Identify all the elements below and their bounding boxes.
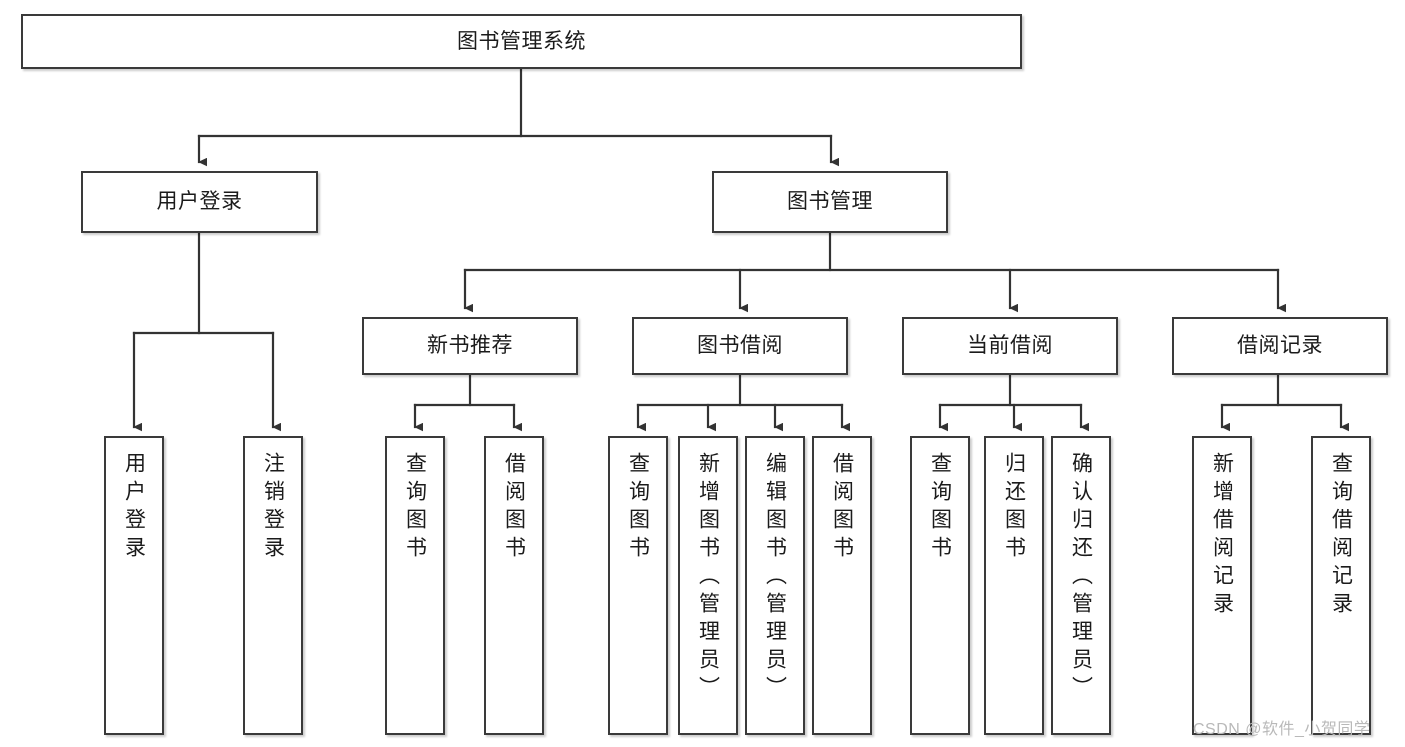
edges-bookmgmt-to-level3	[463, 231, 1286, 313]
node-borrow-records[interactable]: 借阅记录	[1172, 317, 1388, 375]
leaf-query-book-recommend-label: 查询图书	[403, 452, 427, 564]
node-book-management-label: 图书管理	[787, 190, 873, 214]
leaf-logout-label: 注销登录	[261, 452, 285, 564]
edges-borrow-to-leaves	[636, 373, 850, 432]
leaf-query-book-recommend[interactable]: 查询图书	[385, 436, 445, 735]
leaf-return-book-label: 归还图书	[1002, 452, 1026, 564]
leaf-edit-book-admin-label: 编辑图书（管理员）	[763, 452, 787, 704]
edges-root-to-level2	[197, 67, 839, 167]
leaf-query-book-borrow[interactable]: 查询图书	[608, 436, 668, 735]
leaf-query-book-borrow-label: 查询图书	[626, 452, 650, 564]
node-user-login-label: 用户登录	[156, 190, 243, 214]
node-book-management[interactable]: 图书管理	[712, 171, 948, 233]
leaf-add-book-admin[interactable]: 新增图书（管理员）	[678, 436, 738, 735]
leaf-logout[interactable]: 注销登录	[243, 436, 303, 735]
leaf-user-login-label: 用户登录	[122, 452, 146, 564]
leaf-borrow-book-label: 借阅图书	[830, 452, 854, 564]
node-current-borrow-label: 当前借阅	[967, 334, 1053, 358]
leaf-confirm-return-admin[interactable]: 确认归还（管理员）	[1051, 436, 1111, 735]
leaf-query-borrow-record-label: 查询借阅记录	[1329, 452, 1353, 620]
edges-userlogin-to-leaves	[132, 231, 281, 432]
node-borrow-records-label: 借阅记录	[1237, 334, 1323, 358]
leaf-add-borrow-record[interactable]: 新增借阅记录	[1192, 436, 1252, 735]
node-new-book-recommend-label: 新书推荐	[427, 334, 513, 358]
node-book-borrow[interactable]: 图书借阅	[632, 317, 848, 375]
node-book-borrow-label: 图书借阅	[697, 334, 783, 358]
leaf-confirm-return-admin-label: 确认归还（管理员）	[1069, 452, 1093, 704]
leaf-add-book-admin-label: 新增图书（管理员）	[696, 452, 720, 704]
watermark-text: CSDN @软件_小贺同学	[1193, 721, 1371, 738]
edges-current-to-leaves	[938, 373, 1089, 432]
node-root-label: 图书管理系统	[457, 29, 586, 53]
node-current-borrow[interactable]: 当前借阅	[902, 317, 1118, 375]
leaf-borrow-book[interactable]: 借阅图书	[812, 436, 872, 735]
node-new-book-recommend[interactable]: 新书推荐	[362, 317, 578, 375]
leaf-return-book[interactable]: 归还图书	[984, 436, 1044, 735]
leaf-edit-book-admin[interactable]: 编辑图书（管理员）	[745, 436, 805, 735]
leaf-borrow-book-recommend[interactable]: 借阅图书	[484, 436, 544, 735]
leaf-query-book-current-label: 查询图书	[928, 452, 952, 564]
leaf-user-login[interactable]: 用户登录	[104, 436, 164, 735]
leaf-borrow-book-recommend-label: 借阅图书	[502, 452, 526, 564]
node-root[interactable]: 图书管理系统	[21, 14, 1022, 69]
edges-newbook-to-leaves	[413, 373, 522, 432]
leaf-add-borrow-record-label: 新增借阅记录	[1210, 452, 1234, 620]
edges-records-to-leaves	[1220, 373, 1349, 432]
leaf-query-borrow-record[interactable]: 查询借阅记录	[1311, 436, 1371, 735]
node-user-login[interactable]: 用户登录	[81, 171, 318, 233]
leaf-query-book-current[interactable]: 查询图书	[910, 436, 970, 735]
